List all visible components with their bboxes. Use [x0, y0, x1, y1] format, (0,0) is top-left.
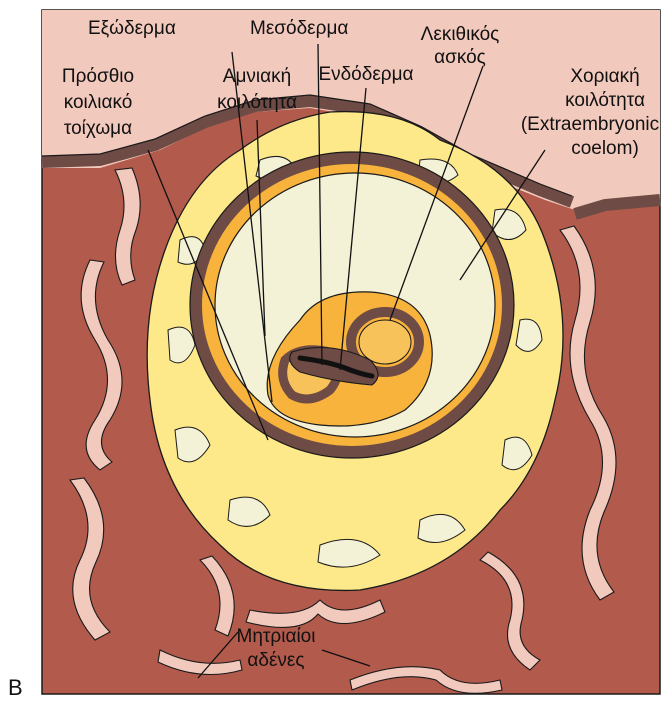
label-ectoderm: Εξώδερμα [88, 18, 176, 39]
label-anterior-wall-1: Πρόσθιο [62, 66, 134, 87]
label-uterine-glands-1: Μητριαίοι [237, 626, 316, 647]
label-anterior-wall-3: τοίχωμα [64, 118, 132, 139]
label-mesoderm: Μεσόδερμα [250, 18, 348, 39]
label-chorionic-cavity-4: coelom) [571, 138, 639, 159]
yolk-sac-inner [359, 320, 411, 364]
label-amniotic-cavity-2: κοιλότητα [217, 92, 297, 113]
label-chorionic-cavity-2: κοιλότητα [565, 90, 645, 111]
label-yolk-sac-1: Λεκιθικός [421, 24, 500, 45]
label-anterior-wall-2: κοιλιακό [64, 92, 133, 113]
label-amniotic-cavity-1: Αμνιακή [223, 66, 291, 87]
label-chorionic-cavity-3: (Extraembryonic [521, 114, 659, 135]
panel-label: B [8, 675, 23, 700]
label-endoderm: Ενδόδερμα [318, 64, 413, 85]
label-yolk-sac-2: ασκός [434, 47, 486, 68]
label-uterine-glands-2: αδένες [247, 650, 304, 671]
label-chorionic-cavity-1: Χοριακή [570, 66, 639, 87]
